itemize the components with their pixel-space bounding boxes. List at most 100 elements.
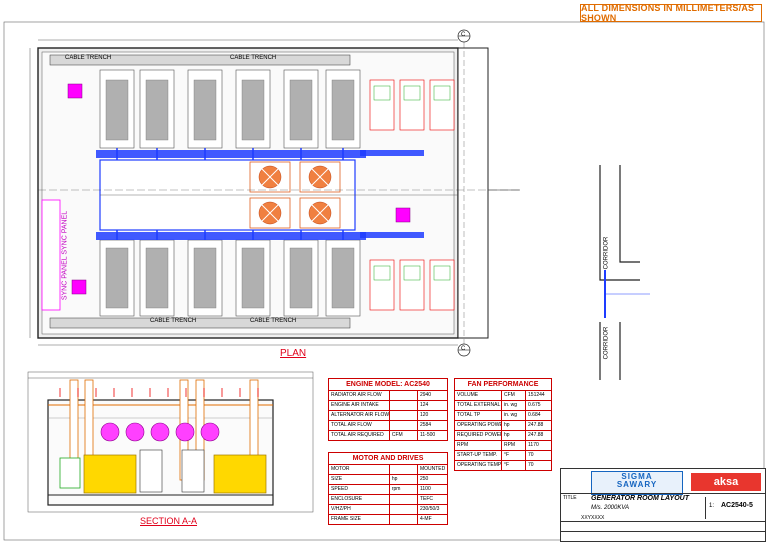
equipment-box <box>429 79 455 131</box>
table-cell <box>390 505 418 514</box>
cable-trench-label-bottom-left: CABLE TRENCH <box>150 318 197 324</box>
coil <box>175 422 195 442</box>
section-marker-label-bottom: C <box>461 346 466 352</box>
table-cell: 0.675 <box>528 402 541 408</box>
table-cell: MOTOR <box>329 465 390 474</box>
table-row: MOTOR MOUNTED <box>329 465 447 475</box>
genset-row-upper <box>99 69 361 160</box>
equipment-box <box>399 79 425 131</box>
section-genset-left <box>83 454 137 494</box>
section-drawing <box>27 371 314 513</box>
scale-label: 1: <box>709 503 715 509</box>
sync-panel-label: SYNC PANEL SYNC PANEL <box>61 210 69 301</box>
coil <box>200 422 220 442</box>
table-cell: °F <box>502 461 527 470</box>
table-cell: FRAME SIZE <box>329 515 390 524</box>
panel-box <box>395 207 411 223</box>
dimensions-note: ALL DIMENSIONS IN MILLIMETERS/AS SHOWN <box>580 3 762 23</box>
drawing-title: GENERATOR ROOM LAYOUT <box>591 495 689 502</box>
motor-drives-title: MOTOR AND DRIVES <box>329 453 447 465</box>
fan-performance-title: FAN PERFORMANCE <box>455 379 551 391</box>
table-cell <box>390 495 418 504</box>
right-equipment <box>369 79 455 311</box>
equipment-box <box>369 79 395 131</box>
table-row: V/HZ/PH 230/50/3 <box>329 505 447 515</box>
table-cell: V/HZ/PH <box>329 505 390 514</box>
table-cell: CFM <box>390 431 418 440</box>
table-cell: 247.88 <box>528 432 544 438</box>
table-cell: hp <box>502 421 527 430</box>
table-cell: 124 <box>419 402 429 408</box>
table-cell: 4-MF <box>419 516 432 522</box>
table-cell: RPM <box>455 441 502 450</box>
table-cell: in. wg <box>502 401 527 410</box>
table-cell: 250 <box>419 476 429 482</box>
table-cell: 2584 <box>419 422 432 428</box>
coil <box>100 422 120 442</box>
table-cell: 247.88 <box>528 422 544 428</box>
table-row: TOTAL AIR FLOW 2584 <box>329 421 447 431</box>
table-cell: 120 <box>419 412 429 418</box>
table-cell: hp <box>390 475 418 484</box>
section-coils <box>100 422 220 442</box>
table-cell: OPERATING TEMP. <box>457 461 502 470</box>
table-cell: in. wg <box>502 411 527 420</box>
coil <box>125 422 145 442</box>
table-cell: ENCLOSURE <box>329 495 390 504</box>
table-cell: 70 <box>528 462 534 468</box>
sigma-logo-bottom: SAWARY <box>616 480 658 489</box>
table-cell: TEFC <box>419 496 434 502</box>
table-cell: START-UP TEMP. <box>455 451 502 460</box>
table-cell: TOTAL AIR REQUIRED <box>329 431 390 440</box>
cable-trench-label-bottom-right: CABLE TRENCH <box>250 318 297 324</box>
table-cell: rpm <box>390 485 418 494</box>
title-block: SIGMA SAWARY aksa TITLE GENERATOR ROOM L… <box>560 468 766 542</box>
table-cell: 11-500 <box>419 432 436 438</box>
table-cell <box>390 465 418 474</box>
table-cell <box>390 515 418 524</box>
section-genset-right <box>213 454 267 494</box>
table-cell: 0.684 <box>528 412 541 418</box>
engine-model-title: ENGINE MODEL: AC2540 <box>329 379 447 391</box>
plan-drawing <box>29 29 650 380</box>
table-cell <box>390 391 418 400</box>
table-cell: TOTAL TP <box>455 411 502 420</box>
table-row: FRAME SIZE 4-MF <box>329 515 447 524</box>
fan-group <box>249 161 341 229</box>
corridor-label-upper: CORRIDOR <box>603 236 610 270</box>
cable-trench-label-top-right: CABLE TRENCH <box>230 55 277 61</box>
equipment-box <box>429 259 455 311</box>
table-cell: 230/50/3 <box>419 506 440 512</box>
panel-box <box>71 279 87 295</box>
plan-title: PLAN <box>280 348 307 359</box>
client-name: M/s. 2000KVA <box>591 505 630 511</box>
title-tag: TITLE <box>563 495 577 501</box>
sigma-logo-top: SIGMA <box>621 472 653 481</box>
section-title: SECTION A-A <box>140 516 198 526</box>
sheet-border <box>3 21 765 541</box>
table-cell: 70 <box>528 452 534 458</box>
cable-trench-bottom <box>49 317 351 329</box>
table-cell: REQUIRED POWER <box>457 431 502 440</box>
table-cell: VOLUME <box>455 391 502 400</box>
table-cell: TOTAL AIR FLOW <box>329 421 390 430</box>
table-cell <box>390 421 418 430</box>
panel-box <box>67 83 83 99</box>
table-cell: MOUNTED <box>419 466 446 472</box>
table-cell: RPM <box>502 441 527 450</box>
